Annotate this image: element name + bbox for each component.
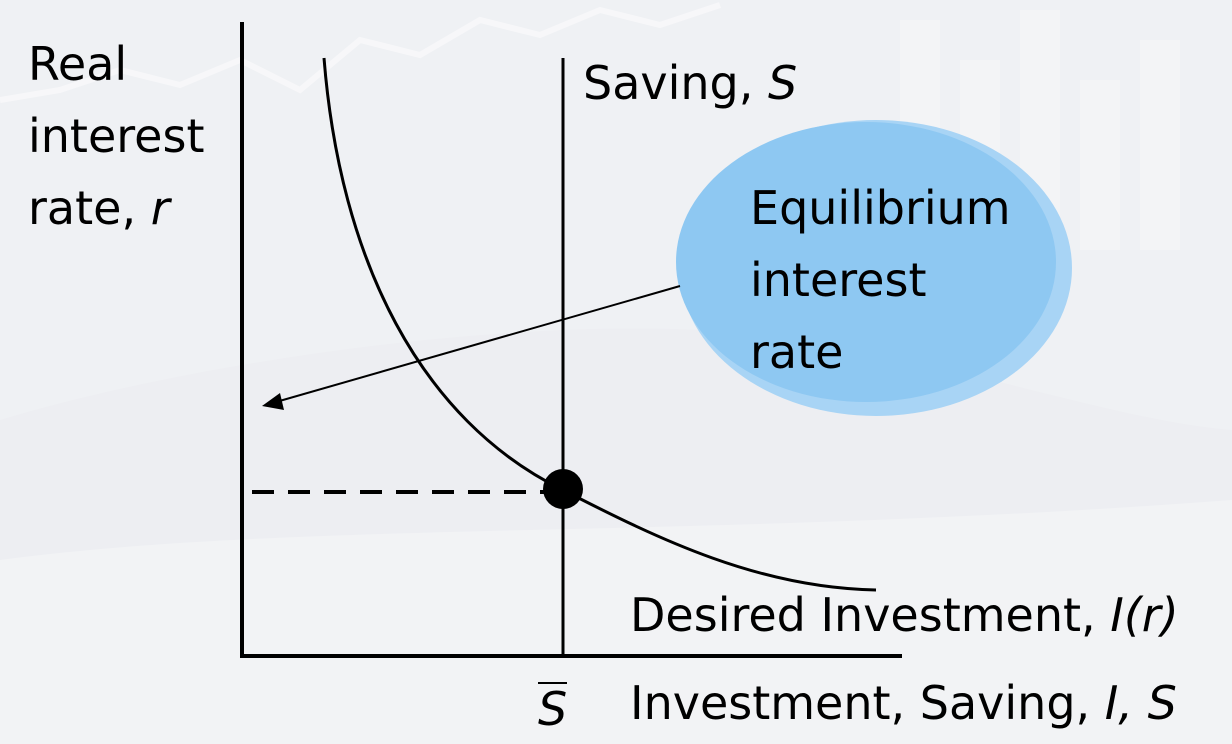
callout-line1: Equilibrium (750, 181, 1011, 235)
callout-line3: rate (750, 325, 844, 379)
investment-label-variable: I(r) (1110, 588, 1179, 642)
x-axis-variable: I, S (1104, 676, 1177, 730)
equilibrium-point (543, 469, 583, 509)
y-axis-label-line1: Real (28, 37, 128, 91)
callout-text: Equilibrium interest rate (750, 172, 1011, 388)
s-bar-label: S (538, 682, 568, 736)
investment-curve-label: Desired Investment, I(r) (630, 592, 1179, 638)
callout-line2: interest (750, 253, 927, 307)
y-axis-label: Real interest rate, r (28, 28, 204, 244)
y-axis-label-line2: interest (28, 109, 205, 163)
x-axis-label: Investment, Saving, I, S (630, 680, 1177, 726)
callout-bubble (676, 122, 1056, 402)
callout-arrow (275, 285, 681, 403)
saving-label-text: Saving, (583, 56, 768, 110)
y-axis-variable: r (150, 181, 170, 235)
investment-curve (322, 57, 877, 592)
arrowhead-icon (262, 393, 284, 410)
x-axis-label-text: Investment, Saving, (630, 676, 1105, 730)
saving-curve-label: Saving, S (583, 60, 797, 106)
saving-label-variable: S (768, 56, 798, 110)
y-axis-label-line3: rate, (28, 181, 151, 235)
investment-label-text: Desired Investment, (630, 588, 1111, 642)
